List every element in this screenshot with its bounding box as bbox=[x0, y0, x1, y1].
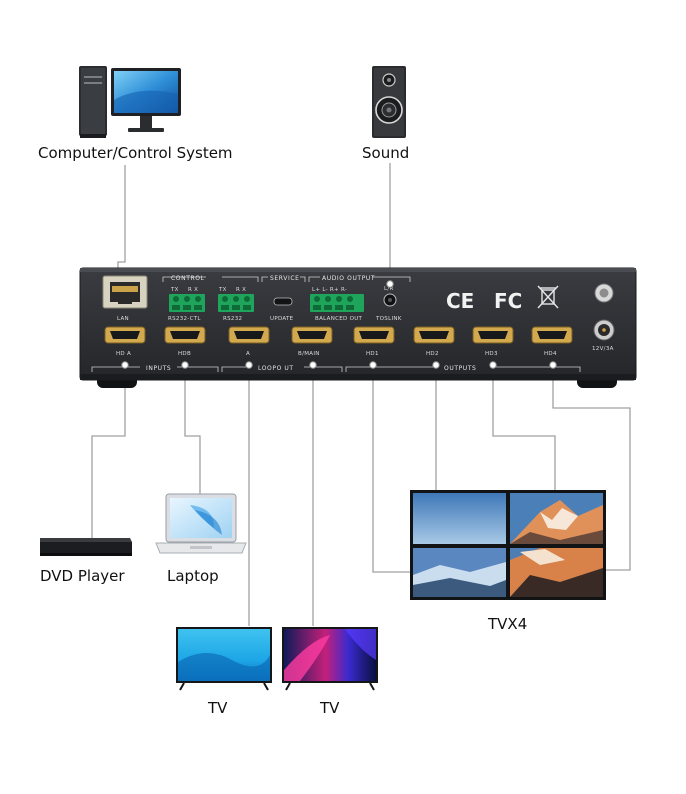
group-label-outputs: OUTPUTS bbox=[444, 365, 476, 372]
hd2-label: HD2 bbox=[426, 351, 439, 357]
rs232-ctl-tx-label: TX bbox=[170, 287, 179, 293]
toslink-label: TOSLINK bbox=[375, 316, 402, 322]
video-wall-icon bbox=[410, 490, 606, 600]
weee-bin-icon bbox=[537, 285, 559, 309]
tv-1-icon bbox=[176, 627, 272, 691]
lr-label: L/R bbox=[384, 286, 394, 292]
balanced-out-terminal[interactable]: L+ L- R+ R- bbox=[310, 287, 364, 312]
audio-pins-label: L+ L- R+ R- bbox=[312, 287, 347, 293]
video-wall-label: TVX4 bbox=[488, 615, 528, 633]
lan-port[interactable] bbox=[102, 275, 148, 309]
laptop-label: Laptop bbox=[167, 567, 219, 585]
hdmi-port-hd4[interactable] bbox=[531, 326, 573, 344]
hdmi-port-hd1[interactable] bbox=[353, 326, 395, 344]
tv-1-label: TV bbox=[208, 699, 228, 717]
rs232-ctl-rx-label: R X bbox=[188, 287, 198, 293]
tv-2-icon bbox=[282, 627, 378, 691]
loop-bmain-label: B/MAIN bbox=[298, 351, 320, 357]
rs232-label: RS232 bbox=[223, 316, 242, 322]
update-label: UPDATE bbox=[270, 316, 294, 322]
audio-jack[interactable] bbox=[383, 293, 397, 307]
hdmi-port-loop-a[interactable] bbox=[228, 326, 270, 344]
hdmi-port-hdb[interactable] bbox=[164, 326, 206, 344]
group-label-audio-output: AUDIO OUTPUT bbox=[322, 275, 375, 282]
hdb-label: HDB bbox=[178, 351, 191, 357]
dvd-player-icon bbox=[40, 538, 132, 556]
power-port[interactable] bbox=[593, 319, 615, 341]
rs232-tx-label: TX bbox=[218, 287, 227, 293]
rs232-rx-label: R X bbox=[236, 287, 246, 293]
hdmi-port-hd3[interactable] bbox=[472, 326, 514, 344]
wire-hd4-wall bbox=[552, 366, 631, 571]
wires bbox=[91, 163, 631, 626]
hdmi-port-hda[interactable] bbox=[104, 326, 146, 344]
connection-dots bbox=[121, 280, 557, 369]
wire-hd3-wall bbox=[492, 366, 556, 490]
hda-label: HD A bbox=[116, 351, 131, 357]
wire-hdb-laptop bbox=[184, 366, 201, 494]
rs232-ctl-label: RS232-CTL bbox=[168, 316, 201, 322]
tv-2-label: TV bbox=[320, 699, 340, 717]
wire-lan-computer bbox=[117, 165, 126, 276]
group-label-control: CONTROL bbox=[171, 275, 205, 282]
ce-mark-icon: CE bbox=[446, 289, 474, 313]
svg-text:CE: CE bbox=[446, 289, 474, 313]
wire-hd1-wall bbox=[372, 366, 410, 573]
speaker-icon bbox=[372, 66, 406, 138]
hdmi-port-hd2[interactable] bbox=[413, 326, 455, 344]
laptop-icon bbox=[155, 493, 247, 554]
dvd-player-label: DVD Player bbox=[40, 567, 125, 585]
power-label: 12V/3A bbox=[592, 346, 614, 352]
computer-label: Computer/Control System bbox=[38, 144, 233, 162]
group-label-loopout: LOOPO UT bbox=[258, 365, 294, 372]
ground-terminal bbox=[594, 283, 614, 303]
rs232-terminal[interactable]: TX R X bbox=[218, 287, 254, 312]
hd4-label: HD4 bbox=[544, 351, 557, 357]
matrix-device: CONTROL SERVICE AUDIO OUTPUT TX R X RS23… bbox=[79, 267, 637, 388]
rs232-ctl-terminal[interactable]: TX R X bbox=[169, 287, 205, 312]
fc-mark-icon: FC bbox=[494, 289, 522, 313]
group-label-inputs: INPUTS bbox=[146, 365, 171, 372]
loop-a-label: A bbox=[246, 351, 250, 357]
wire-hda-dvd bbox=[91, 366, 126, 538]
sound-label: Sound bbox=[362, 144, 410, 162]
balanced-out-label: BALANCED OUT bbox=[315, 316, 363, 322]
update-port[interactable] bbox=[273, 297, 293, 306]
computer-icon bbox=[79, 66, 181, 138]
lan-label: LAN bbox=[117, 316, 129, 322]
hd3-label: HD3 bbox=[485, 351, 498, 357]
group-label-service: SERVICE bbox=[270, 275, 300, 282]
svg-text:FC: FC bbox=[494, 289, 522, 313]
hdmi-port-loop-b[interactable] bbox=[291, 326, 333, 344]
hd1-label: HD1 bbox=[366, 351, 379, 357]
